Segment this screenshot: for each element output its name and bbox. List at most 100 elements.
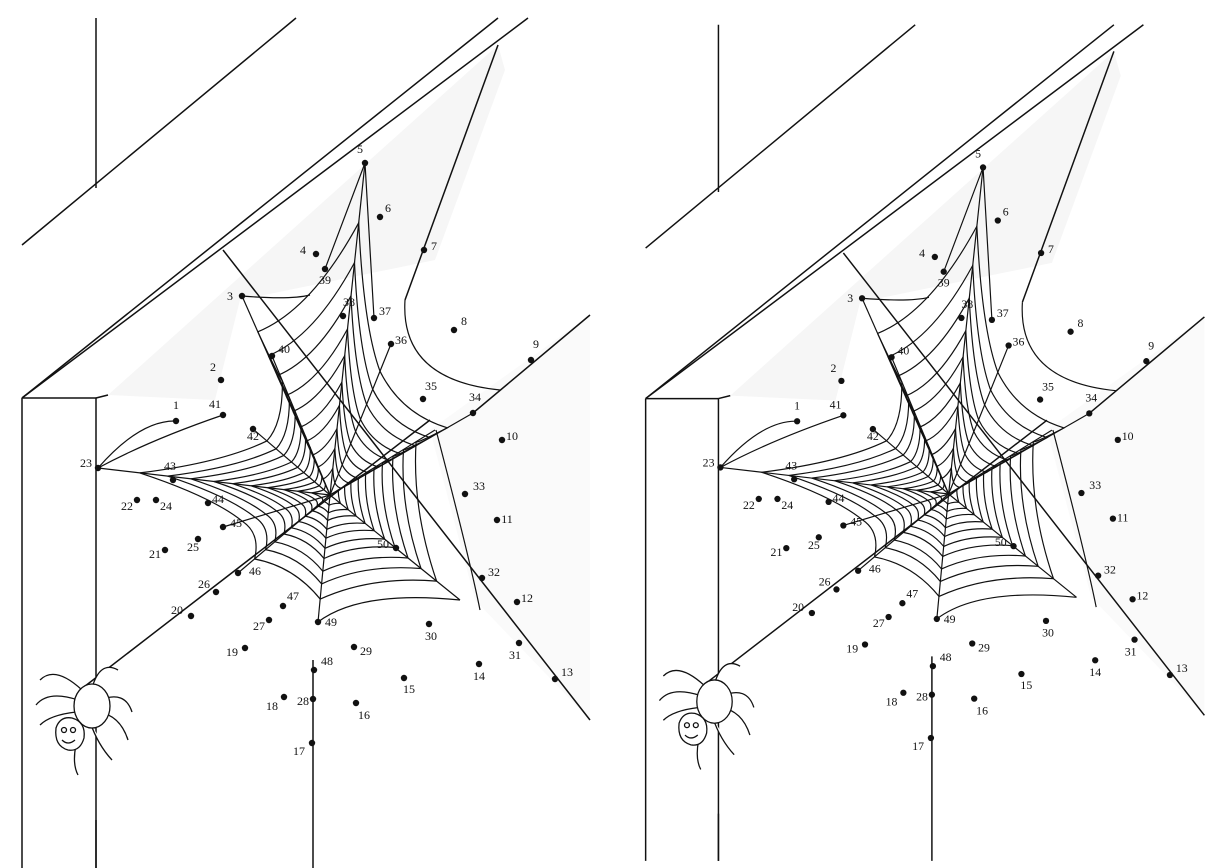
dot-label: 30 (1042, 626, 1054, 640)
dot-label: 21 (149, 547, 161, 561)
dot-25: 25 (808, 534, 822, 552)
dot-21: 21 (149, 546, 169, 561)
dot-11: 11 (1109, 511, 1129, 525)
dot-label: 28 (916, 690, 928, 704)
dot-label: 48 (321, 654, 333, 668)
dot-label: 9 (533, 337, 539, 351)
dot-marker (1036, 396, 1044, 403)
dot-40: 40 (888, 343, 909, 361)
dot-4: 4 (300, 243, 320, 258)
dot-marker (1037, 249, 1045, 257)
dot-18: 18 (886, 689, 907, 709)
dot-14: 14 (473, 660, 485, 683)
dot-marker (1005, 342, 1012, 349)
dot-label: 50 (995, 535, 1007, 549)
dot-label: 23 (80, 456, 92, 470)
dot-44: 44 (825, 491, 844, 506)
dot-9: 9 (1143, 338, 1154, 365)
dot-marker (971, 695, 978, 702)
dot-marker (370, 314, 378, 322)
dot-6: 6 (994, 205, 1009, 224)
dot-marker (279, 602, 287, 610)
dot-marker (1166, 671, 1174, 679)
dot-label: 43 (164, 459, 176, 473)
dot-marker (268, 352, 276, 360)
dot-45: 45 (840, 514, 862, 529)
dot-31: 31 (1125, 636, 1138, 658)
dot-label: 35 (425, 379, 437, 393)
dot-39: 39 (938, 268, 950, 289)
dot-label: 31 (1125, 644, 1137, 658)
dot-marker (1095, 572, 1102, 579)
dot-marker (234, 569, 242, 577)
dot-marker (312, 250, 320, 258)
dot-28: 28 (297, 694, 317, 708)
dot-label: 2 (831, 361, 837, 375)
dot-label: 3 (847, 291, 853, 305)
dot-21: 21 (771, 544, 790, 559)
dot-label: 27 (873, 616, 885, 630)
dot-49: 49 (314, 615, 337, 629)
dot-label: 41 (830, 397, 842, 411)
dot-32: 32 (478, 565, 500, 582)
dot-16: 16 (971, 695, 988, 717)
dot-marker (475, 660, 483, 668)
dot-label: 23 (703, 455, 715, 469)
dot-label: 9 (1148, 338, 1154, 352)
dot-marker (265, 616, 273, 624)
dot-label: 24 (781, 498, 793, 512)
dot-label: 12 (1137, 588, 1149, 602)
dot-label: 27 (253, 619, 265, 633)
dot-37: 37 (370, 304, 391, 322)
dot-38: 38 (958, 297, 973, 322)
dot-31: 31 (509, 639, 523, 662)
dot-label: 2 (210, 360, 216, 374)
dot-1: 1 (172, 398, 180, 425)
dot-label: 18 (266, 699, 278, 713)
dot-marker (755, 495, 762, 503)
dot-15: 15 (1018, 670, 1032, 692)
dot-marker (833, 586, 840, 593)
dot-20: 20 (792, 600, 816, 617)
dot-marker (1067, 328, 1074, 335)
dot-marker (969, 640, 976, 647)
dot-3: 3 (847, 291, 866, 305)
dot-label: 6 (1003, 205, 1009, 219)
dot-label: 36 (1013, 334, 1025, 348)
dot-marker (350, 643, 358, 651)
dot-label: 1 (173, 398, 179, 412)
dot-45: 45 (219, 516, 242, 531)
dot-marker (493, 516, 501, 524)
dot-label: 49 (944, 612, 956, 626)
dot-marker (988, 316, 996, 324)
dot-label: 46 (249, 564, 261, 578)
dot-label: 15 (1020, 678, 1032, 692)
dot-47: 47 (899, 586, 918, 607)
dot-27: 27 (873, 613, 892, 630)
dot-19: 19 (846, 641, 869, 655)
dot-marker (840, 412, 847, 419)
dot-8: 8 (450, 314, 467, 334)
dot-marker (885, 613, 892, 621)
dot-7: 7 (420, 239, 437, 254)
dot-label: 6 (385, 201, 391, 215)
dot-marker (825, 498, 832, 506)
dot-22: 22 (743, 495, 762, 512)
dot-label: 32 (1104, 563, 1116, 577)
dot-49: 49 (933, 612, 956, 626)
dot-23: 23 (703, 455, 724, 471)
dot-label: 28 (297, 694, 309, 708)
dot-1: 1 (793, 398, 801, 425)
dot-marker (783, 544, 790, 552)
dot-marker (219, 411, 227, 419)
dot-33: 33 (461, 479, 485, 498)
dot-46: 46 (234, 564, 261, 578)
dot-marker (238, 292, 246, 300)
dot-marker (1129, 596, 1136, 603)
dot-label: 17 (293, 744, 305, 758)
dot-label: 12 (521, 591, 533, 605)
dot-label: 16 (976, 703, 988, 717)
dot-34: 34 (469, 390, 481, 417)
dot-marker (361, 159, 369, 167)
